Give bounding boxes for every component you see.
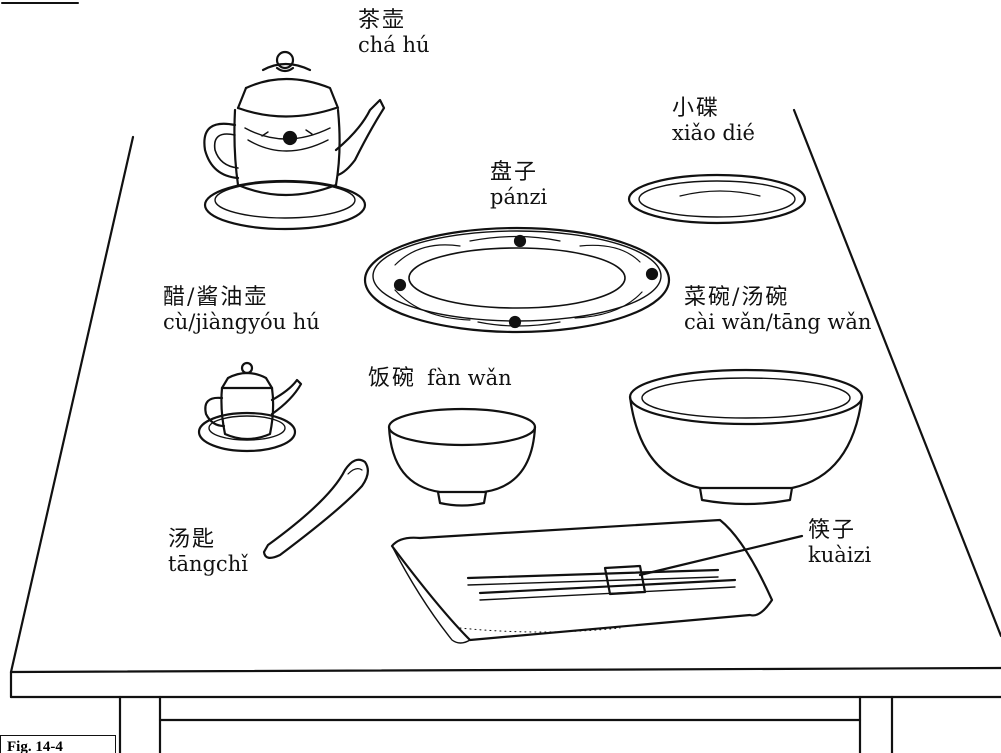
small-dish-label-zh: 小碟 bbox=[672, 96, 721, 121]
rice-bowl-drawing bbox=[387, 407, 537, 507]
plate-drawing bbox=[363, 226, 671, 334]
small-dish-label-py: xiǎo dié bbox=[672, 121, 755, 146]
chopsticks-label-py: kuàizi bbox=[808, 543, 872, 568]
plate-label: 盘子 pánzi bbox=[490, 160, 547, 209]
rice-bowl-label: 饭碗 fàn wǎn bbox=[368, 366, 512, 391]
teapot-label: 茶壶 chá hú bbox=[358, 8, 430, 57]
serving-bowl-label-zh: 菜碗/汤碗 bbox=[684, 285, 790, 310]
serving-bowl-label-py: cài wǎn/tāng wǎn bbox=[684, 310, 872, 335]
teapot-label-zh: 茶壶 bbox=[358, 8, 407, 33]
table bbox=[9, 108, 1001, 753]
rice-bowl-label-py: fàn wǎn bbox=[427, 366, 512, 390]
spoon-label-py: tāngchǐ bbox=[168, 552, 248, 577]
teapot-label-py: chá hú bbox=[358, 33, 430, 58]
figure-label: Fig. 14-4 bbox=[0, 735, 116, 753]
chopsticks-label: 筷子 kuàizi bbox=[808, 518, 871, 567]
spoon-drawing bbox=[262, 458, 369, 559]
serving-bowl-label: 菜碗/汤碗 cài wǎn/tāng wǎn bbox=[684, 285, 871, 334]
plate-label-zh: 盘子 bbox=[490, 160, 539, 185]
small-dish-label: 小碟 xiǎo dié bbox=[672, 96, 755, 145]
serving-bowl-drawing bbox=[628, 368, 864, 506]
vinegar-pot-drawing bbox=[197, 361, 303, 453]
rice-bowl-label-zh: 饭碗 bbox=[368, 366, 417, 391]
small-dish-drawing bbox=[627, 173, 807, 225]
teapot-drawing bbox=[203, 50, 386, 231]
spoon-label-zh: 汤匙 bbox=[168, 527, 217, 552]
vinegar-pot-label-py: cù/jiàngyóu hú bbox=[163, 310, 320, 335]
vinegar-pot-label-zh: 醋/酱油壶 bbox=[163, 285, 269, 310]
plate-label-py: pánzi bbox=[490, 185, 548, 210]
chopsticks-label-zh: 筷子 bbox=[808, 518, 857, 543]
vinegar-pot-label: 醋/酱油壶 cù/jiàngyóu hú bbox=[163, 285, 320, 334]
spoon-label: 汤匙 tāngchǐ bbox=[168, 527, 248, 576]
chopsticks-drawing bbox=[390, 518, 804, 644]
